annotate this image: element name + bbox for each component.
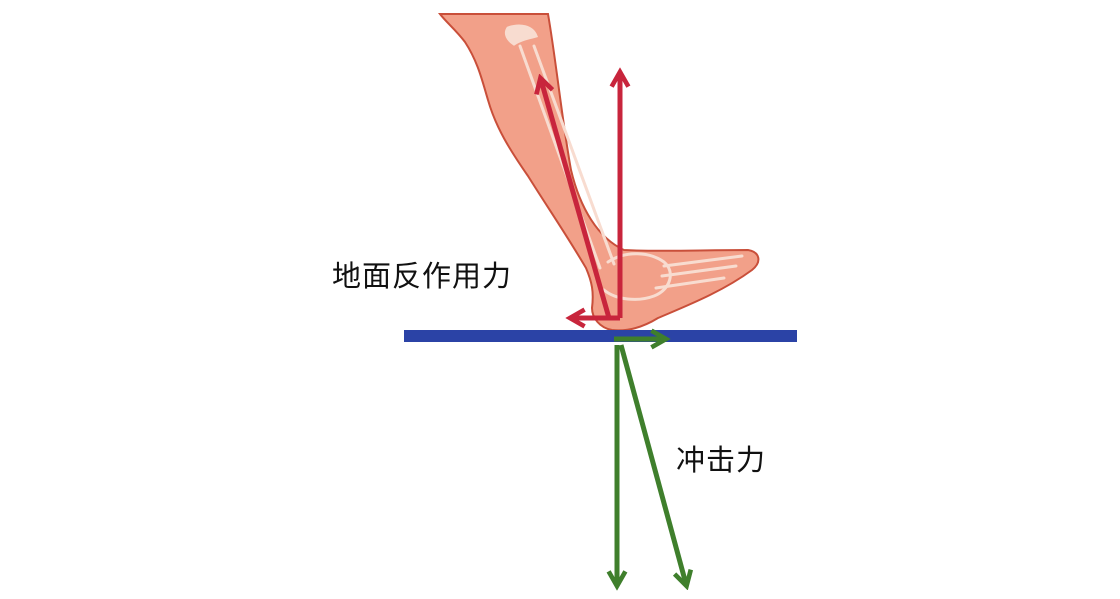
- impact-force-label: 冲击力: [676, 443, 767, 477]
- impact-arrow-angled: [618, 344, 686, 584]
- reaction-arrow-along-leg: [541, 80, 612, 319]
- ground-reaction-force-label: 地面反作用力: [332, 259, 513, 293]
- ground-reaction-arrows: [541, 74, 620, 318]
- impact-force-arrows: [614, 339, 686, 584]
